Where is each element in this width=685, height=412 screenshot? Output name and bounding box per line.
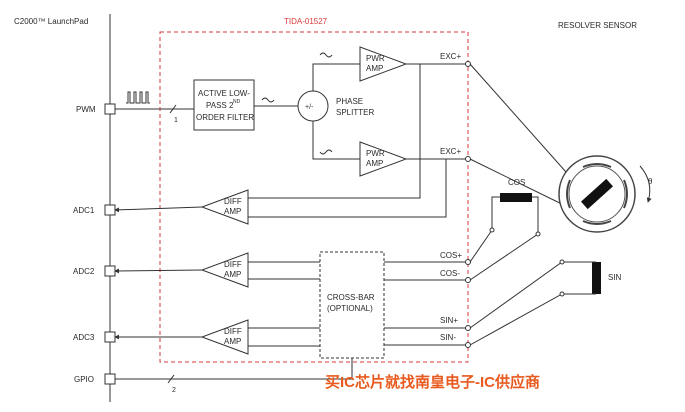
pin-label-adc3: ADC3 [73, 333, 95, 342]
cos-minus-label: COS- [440, 269, 460, 278]
diff-amp-adc1-line1: DIFF [224, 197, 242, 206]
resolver-winding-bottom [582, 220, 612, 225]
sin-plus-label: SIN+ [440, 316, 458, 325]
diff-amp-adc2-line1: DIFF [224, 260, 242, 269]
exc-bottom-label: EXC+ [440, 147, 461, 156]
resolver-winding-right [623, 179, 628, 209]
diff-amp-adc1 [200, 189, 249, 225]
wire-sin-coil-top [469, 261, 596, 329]
resolver-winding-left [566, 179, 571, 209]
angle-symbol: θ [648, 177, 653, 186]
resolver-rotor [581, 178, 613, 210]
filter-label-line3: ORDER FILTER [196, 113, 254, 122]
low-pass-filter-block [193, 79, 255, 131]
wire-exc-top-feedback [248, 64, 421, 199]
cos-coil-node-right [535, 231, 541, 237]
wire-diff-amp-adc1 [114, 206, 203, 213]
pin-label-pwm: PWM [76, 105, 96, 114]
pin-adc3 [104, 331, 116, 343]
pin-label-adc2: ADC2 [73, 267, 95, 276]
phase-splitter-symbol: +/- [305, 104, 314, 111]
wire-sin-coil-bottom [469, 293, 596, 346]
diff-amp-adc3-line1: DIFF [224, 327, 242, 336]
filter-label-line2-sup: ND [233, 99, 241, 105]
wire-cos-coil-left [469, 196, 500, 263]
sine-symbol-filter-out [261, 97, 275, 103]
diff-amp-adc2 [200, 252, 249, 288]
terminal-cos-minus [465, 277, 471, 283]
wire-exc-bottom-feedback [248, 159, 447, 218]
terminal-sin-minus [465, 342, 471, 348]
crossbar-label-line2: (OPTIONAL) [327, 304, 373, 313]
watermark-text: 买IC芯片就找南皇电子-IC供应商 [325, 373, 540, 391]
pwr-amp-top-line2: AMP [366, 64, 383, 73]
sin-coil-node-top [559, 259, 565, 265]
pwr-amp-bottom-line1: PWR [366, 149, 385, 158]
diff-amp-adc3 [200, 319, 249, 355]
wire-exc-top-to-resolver [469, 63, 583, 191]
resolver-sensor [558, 155, 636, 233]
sin-coil [592, 262, 601, 294]
pin-adc1 [104, 204, 116, 216]
terminal-cos-plus [465, 259, 471, 265]
wire-cos-coil-right [469, 196, 539, 281]
bus-width-gpio: 2 [172, 387, 176, 394]
cos-coil-node-left [489, 227, 495, 233]
resolver-winding-top [582, 163, 612, 168]
wire-splitter-pwr-amp-bottom [312, 121, 360, 160]
pin-pwm [104, 103, 116, 115]
terminal-exc-bottom [465, 156, 471, 162]
diff-amp-adc1-line2: AMP [224, 207, 241, 216]
bus-width-pwm: 1 [174, 117, 178, 124]
crossbar-label-line1: CROSS-BAR [327, 293, 375, 302]
pwr-amp-top-line1: PWR [366, 54, 385, 63]
terminal-exc-top [465, 61, 471, 67]
filter-label-line2: PASS 2 [206, 101, 234, 110]
board-title: TIDA-01527 [284, 17, 328, 26]
sensor-title: RESOLVER SENSOR [558, 21, 637, 30]
sine-symbol-bottom [319, 149, 333, 155]
angle-arc [639, 165, 652, 203]
pwm-waveform [126, 91, 150, 104]
cos-coil [500, 193, 532, 202]
terminal-sin-plus [465, 325, 471, 331]
sin-coil-node-bottom [559, 291, 565, 297]
diff-amp-adc2-line2: AMP [224, 270, 241, 279]
pin-adc2 [104, 265, 116, 277]
sin-minus-label: SIN- [440, 333, 456, 342]
board-boundary [159, 31, 469, 363]
pwr-amp-bottom [359, 141, 408, 177]
wire-splitter-pwr-amp-top [312, 63, 360, 91]
pin-gpio [104, 373, 116, 385]
sin-coil-label: SIN [608, 273, 622, 282]
phase-splitter-label-line2: SPLITTER [336, 108, 374, 117]
phase-splitter-label-line1: PHASE [336, 97, 363, 106]
pwr-amp-top [359, 46, 408, 82]
cos-plus-label: COS+ [440, 251, 462, 260]
launchpad-title: C2000™ LaunchPad [14, 17, 88, 26]
pin-label-gpio: GPIO [74, 375, 94, 384]
bus-slash-gpio [167, 374, 175, 384]
wire-exc-bottom-to-resolver [469, 158, 575, 211]
exc-top-label: EXC+ [440, 52, 461, 61]
sine-symbol-top [319, 52, 333, 58]
bus-slash-pwm [169, 104, 177, 114]
diff-amp-adc3-line2: AMP [224, 337, 241, 346]
cos-coil-label: COS [508, 178, 525, 187]
pin-label-adc1: ADC1 [73, 206, 95, 215]
filter-label-line1: ACTIVE LOW- [198, 89, 250, 98]
pwr-amp-bottom-line2: AMP [366, 159, 383, 168]
wire-diff-amp-adc2 [114, 268, 203, 274]
